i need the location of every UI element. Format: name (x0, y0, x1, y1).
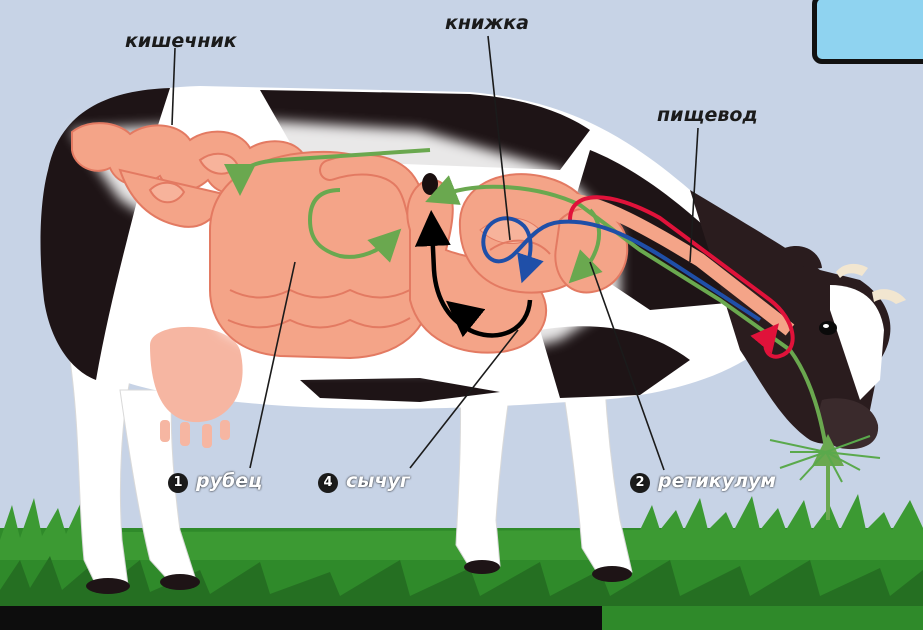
label-intestine: кишечник (125, 32, 237, 51)
label-abomasum: 4 сычуг (318, 472, 410, 493)
label-rumen-number: 1 (168, 473, 188, 493)
corner-frame (812, 0, 923, 64)
label-omasum: книжка (445, 14, 529, 33)
label-abomasum-number: 4 (318, 473, 338, 493)
label-rumen-text: рубец (196, 470, 262, 492)
label-abomasum-text: сычуг (346, 470, 410, 492)
label-reticulum-text: ретикулум (658, 470, 776, 492)
label-reticulum-number: 2 (630, 473, 650, 493)
label-reticulum: 2 ретикулум (630, 472, 776, 493)
label-esophagus: пищевод (657, 106, 758, 125)
label-rumen: 1 рубец (168, 472, 262, 493)
bottom-bar (0, 606, 602, 630)
